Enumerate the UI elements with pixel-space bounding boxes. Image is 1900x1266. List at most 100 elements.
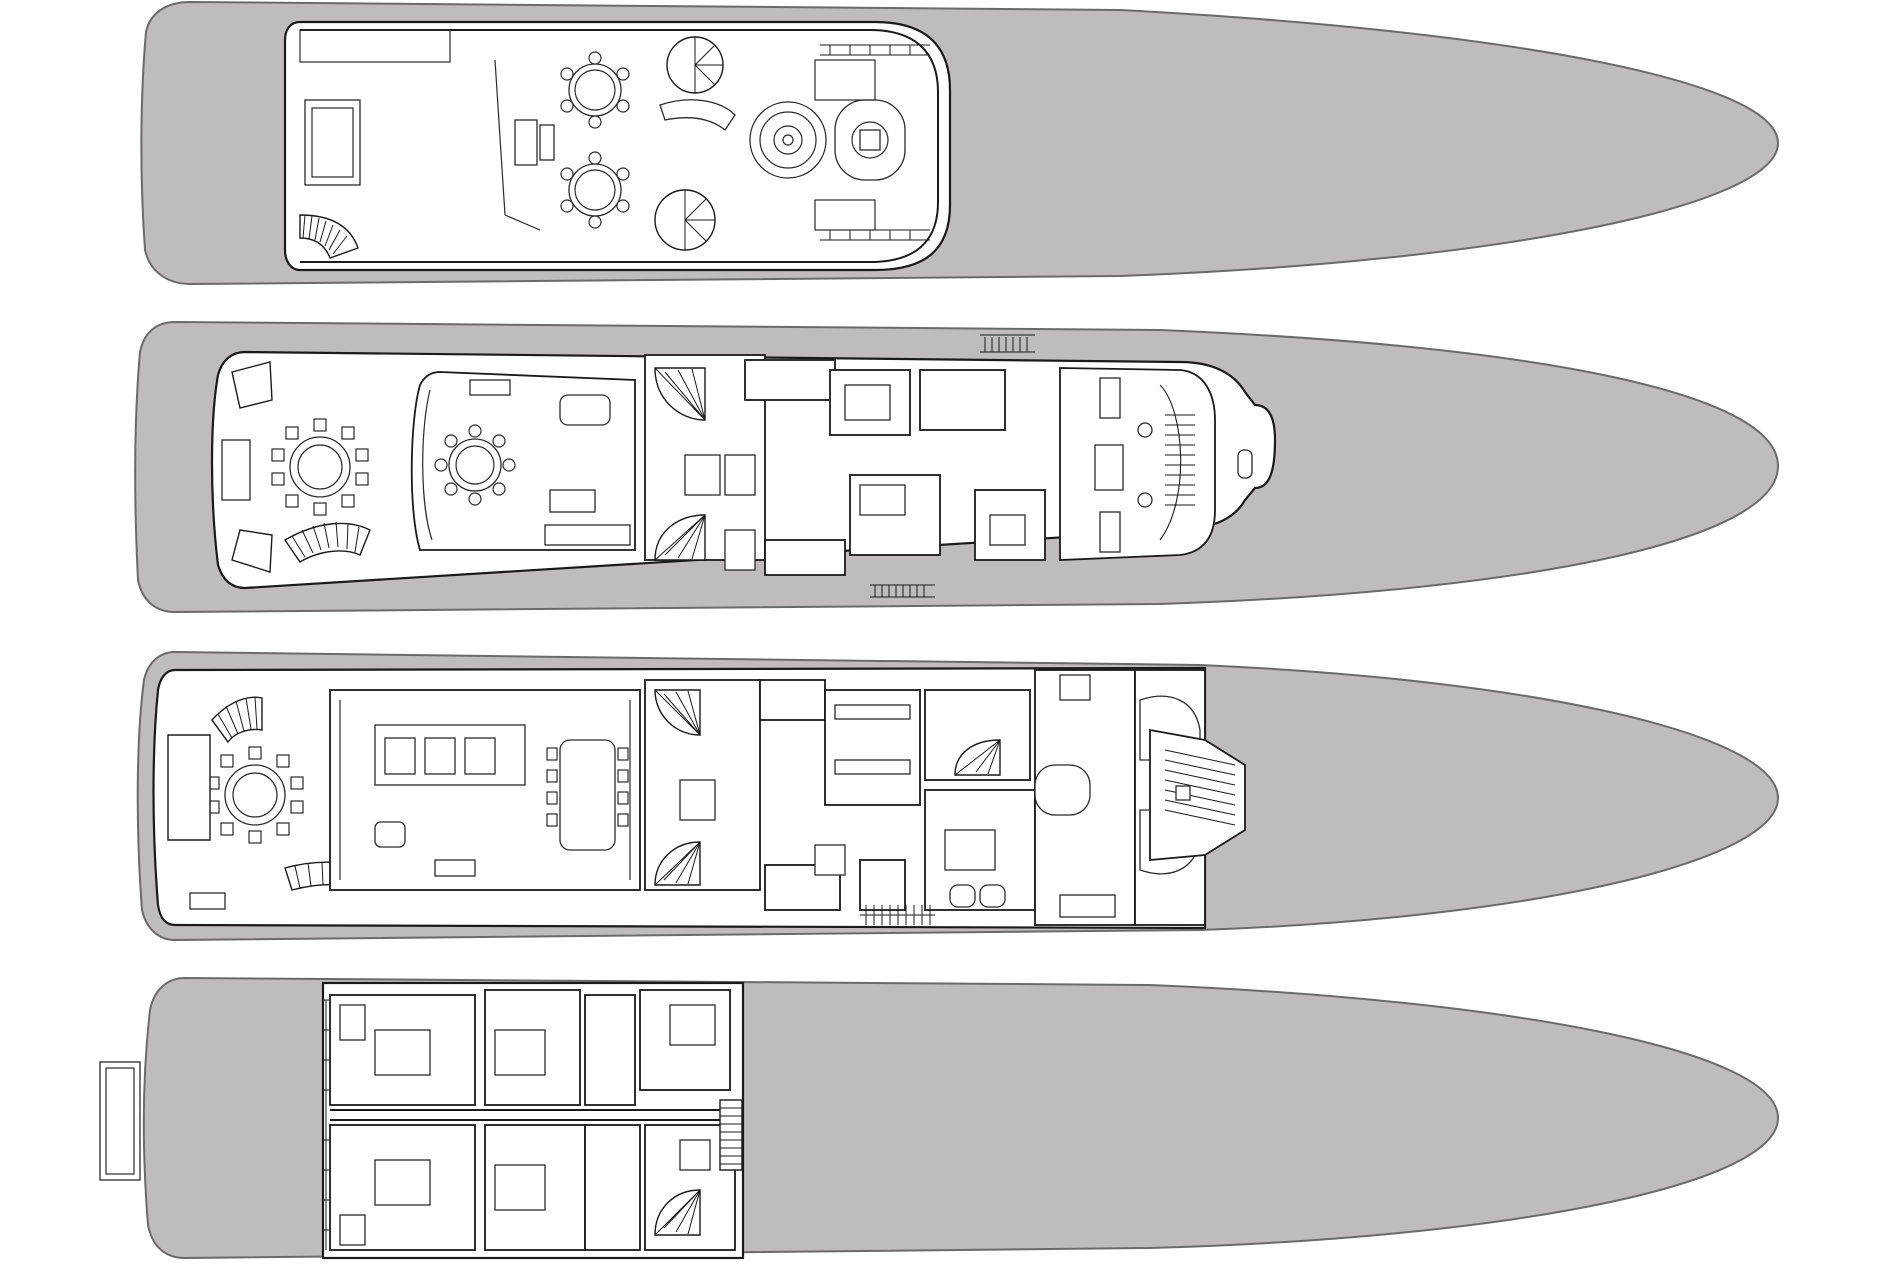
deck-1-jacuzzi bbox=[749, 101, 827, 179]
deck-4-cabin-5-bed bbox=[669, 1004, 716, 1046]
deck-4-swim-platform-inner bbox=[105, 1067, 135, 1175]
deck-4-cabin-2-bed bbox=[374, 1159, 431, 1206]
deck-2-armchair bbox=[559, 394, 611, 426]
deck-2-tub-stbd bbox=[989, 514, 1026, 546]
deck-4-cabin-4-bed bbox=[494, 1164, 546, 1211]
deck-1-partition bbox=[494, 59, 541, 231]
deck-1-fwd-railing bbox=[820, 44, 930, 56]
deck-3-spiral-stair-stbd bbox=[654, 841, 701, 886]
deck-2-bed-port bbox=[844, 384, 891, 421]
deck-3-aft-stair-port bbox=[211, 696, 263, 744]
deck-2-helm-panel bbox=[1165, 414, 1195, 506]
deck-4-fwd-stair bbox=[719, 1099, 743, 1171]
deck-4-bath-4 bbox=[584, 1124, 641, 1251]
deck-1-table-aft bbox=[560, 151, 630, 229]
deck-2-sideboard bbox=[469, 379, 511, 396]
deck-1-aft-bench bbox=[299, 29, 451, 63]
deck-2-storage bbox=[764, 539, 846, 576]
deck-4-cabin-2-head bbox=[339, 1214, 366, 1246]
deck-4-bath-3 bbox=[584, 994, 636, 1106]
deck-1-side-table bbox=[514, 119, 538, 166]
deck-2-locker-port bbox=[1099, 377, 1121, 419]
deck-1-spiral-stair-aft bbox=[654, 189, 716, 251]
deck-3-saloon-windows bbox=[339, 700, 631, 880]
deck-1-side-table-2 bbox=[539, 124, 555, 161]
deck-2-fwd-stair-stbd bbox=[870, 584, 935, 598]
deck-3-armchair bbox=[374, 821, 406, 848]
deck-2-aft-dining bbox=[271, 418, 369, 516]
deck-2-aft-bench bbox=[221, 439, 251, 501]
deck-3-aft-sofa bbox=[167, 734, 211, 841]
deck-1-inner-outline bbox=[300, 29, 939, 263]
sun-pad bbox=[304, 99, 361, 186]
deck-1-table-fwd bbox=[560, 51, 630, 129]
deck-3-bow-column bbox=[1175, 785, 1191, 801]
deck-1-console-stbd bbox=[814, 199, 876, 231]
deck-1-plan bbox=[140, 0, 1780, 286]
deck-3-crew-stair bbox=[860, 905, 935, 925]
deck-3-spiral-stair-port bbox=[654, 689, 701, 736]
deck-2-sofa bbox=[544, 524, 631, 546]
deck-2-helm-chair-2 bbox=[1137, 492, 1153, 508]
deck-4-lift bbox=[679, 1139, 711, 1171]
deck-2-bath-port bbox=[919, 369, 1006, 431]
deck-3-vip-bed bbox=[944, 829, 996, 871]
deck-4-aft-bulkhead bbox=[323, 999, 330, 1250]
deck-2-wheelhouse bbox=[1059, 367, 1216, 561]
deck-3-bow-stairs bbox=[1164, 749, 1236, 826]
deck-2-coffee-table bbox=[549, 489, 596, 513]
deck-1-superstructure bbox=[283, 20, 952, 272]
deck-3-lounge-cushion-3 bbox=[464, 737, 496, 775]
sun-pad-cushion bbox=[311, 107, 354, 178]
deck-3-vip-chair-1 bbox=[949, 884, 976, 908]
deck-3-pantry-port bbox=[759, 679, 826, 721]
deck-2-chart-table bbox=[1094, 444, 1124, 491]
deck-2-office bbox=[744, 359, 836, 401]
deck-3-crew-head bbox=[859, 859, 906, 911]
deck-2-helm-chair-1 bbox=[1137, 422, 1153, 438]
deck-2-bath-stbd bbox=[974, 489, 1046, 561]
deck-1-helm bbox=[834, 99, 906, 181]
deck-2-saloon-table bbox=[434, 424, 516, 506]
deck-1-spiral-stair-fwd bbox=[666, 36, 724, 94]
deck-3-dining-chairs bbox=[546, 747, 629, 827]
deck-1-bar bbox=[659, 99, 736, 131]
deck-3-aft-dining bbox=[206, 746, 304, 844]
deck-2-pantry bbox=[724, 529, 756, 571]
deck-2-spiral-stair-port bbox=[654, 367, 706, 421]
deck-4-corridor bbox=[330, 1109, 740, 1121]
deck-2-plan bbox=[134, 320, 1780, 614]
deck-2-spiral-stair-stbd bbox=[654, 514, 706, 561]
deck-1-aft-stair bbox=[299, 214, 359, 259]
deck-2-bed-stbd bbox=[859, 484, 906, 516]
deck-3-console bbox=[434, 859, 476, 877]
deck-3-plan bbox=[136, 650, 1780, 942]
deck-1-console-port bbox=[814, 59, 876, 101]
deck-3-galley-counter-2 bbox=[834, 759, 911, 775]
deck-2-aft-stair bbox=[283, 521, 371, 563]
deck-2-corner-seat-port bbox=[231, 361, 273, 409]
deck-2-fwd-stair-port bbox=[980, 334, 1035, 353]
deck-3-fwd-spiral-stair bbox=[954, 739, 1001, 776]
deck-3-lift bbox=[679, 779, 716, 821]
deck-3-vip-chair-2 bbox=[979, 884, 1006, 908]
deck-2-bow-hatch bbox=[1237, 449, 1253, 479]
deck-4-cabin-3-bed bbox=[494, 1029, 546, 1076]
deck-3-lounge-cushion-2 bbox=[424, 737, 456, 775]
deck-3-dining-table bbox=[559, 739, 616, 851]
deck-3-owner-bed bbox=[1034, 764, 1091, 816]
deck-2-helm-console bbox=[1159, 384, 1182, 541]
deck-4-swim-platform bbox=[99, 1061, 141, 1181]
deck-2-saloon-curve bbox=[422, 389, 433, 541]
deck-4-cabin-1-bed bbox=[374, 1029, 431, 1076]
deck-3-owner-sofa bbox=[1059, 894, 1116, 918]
deck-2-head bbox=[724, 454, 756, 496]
deck-2-corner-seat-stbd bbox=[231, 529, 273, 573]
deck-3-laundry bbox=[814, 844, 846, 876]
deck-4-plan bbox=[99, 976, 1780, 1260]
deck-3-galley-counter-1 bbox=[834, 704, 911, 720]
deck-2-locker-stbd bbox=[1099, 511, 1121, 553]
deck-3-lounge-cushion-1 bbox=[384, 737, 416, 775]
